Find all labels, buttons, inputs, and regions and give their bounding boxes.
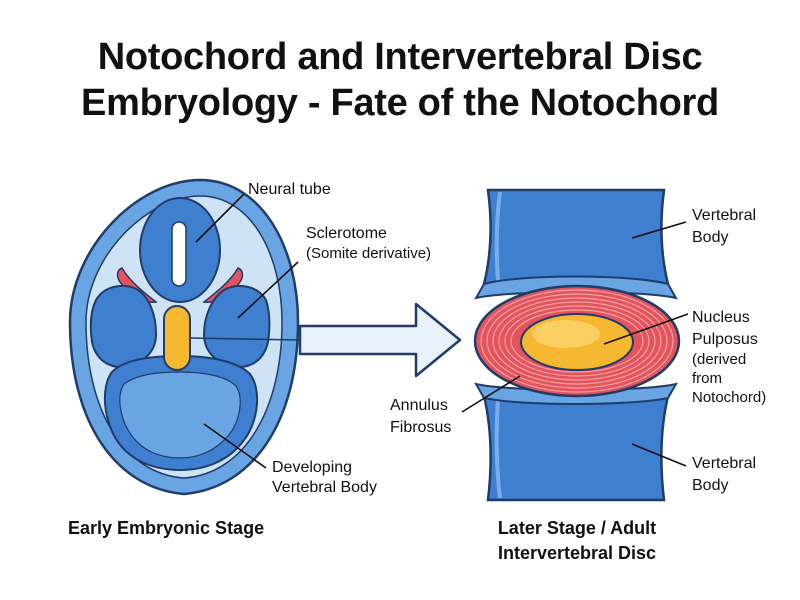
- page-title: Notochord and Intervertebral Disc Embryo…: [0, 34, 800, 126]
- label-vb-bot-2: Body: [692, 477, 728, 494]
- lamella-2: [486, 293, 668, 389]
- lamella-3: [492, 297, 662, 385]
- label-vb-top-2: Body: [692, 229, 728, 246]
- caption-early-stage: Early Embryonic Stage: [68, 518, 264, 538]
- left-sclerotome: [89, 284, 158, 368]
- right-sclerotome: [202, 284, 271, 368]
- embryo-cross-section: [68, 178, 300, 496]
- label-np-5: Notochord): [692, 389, 766, 406]
- leader-developing-vb: [203, 423, 267, 469]
- label-np-1: Nucleus: [692, 309, 750, 326]
- caption-adult-line-1: Later Stage / Adult: [498, 518, 656, 538]
- lower-vb-highlight: [494, 397, 502, 499]
- leader-nucleus: [603, 313, 689, 345]
- lamella-5: [504, 305, 650, 377]
- label-af-2: Fibrosus: [390, 419, 451, 436]
- lamella-4: [498, 301, 656, 381]
- label-developing-vb-1: Developing: [272, 459, 352, 476]
- lamella-1: [480, 289, 674, 393]
- label-developing-vb-2: Vertebral Body: [272, 479, 377, 496]
- upper-vertebral-body: [482, 188, 670, 286]
- nucleus-highlight: [532, 320, 600, 348]
- developing-vb-inner: [119, 371, 241, 459]
- label-vb-top-1: Vertebral: [692, 207, 756, 224]
- notochord-to-arrow-line: [189, 337, 301, 341]
- fate-arrow: [298, 302, 462, 378]
- label-np-2: Pulposus: [692, 331, 758, 348]
- annulus-lamellae: [480, 289, 674, 393]
- leader-vb-bottom: [631, 443, 687, 467]
- label-vb-bot-1: Vertebral: [692, 455, 756, 472]
- label-sclerotome-note: (Somite derivative): [306, 245, 431, 262]
- label-sclerotome: Sclerotome: [306, 225, 387, 242]
- lower-vertebral-body: [482, 394, 670, 502]
- leader-vb-top: [631, 221, 687, 239]
- caption-adult-line-2: Intervertebral Disc: [498, 543, 656, 563]
- label-neural-tube: Neural tube: [248, 181, 331, 198]
- leader-sclerotome: [237, 261, 299, 319]
- neural-canal: [171, 221, 187, 287]
- label-np-4: from: [692, 370, 722, 387]
- title-line-2: Embryology - Fate of the Notochord: [81, 82, 719, 124]
- leader-annulus: [461, 375, 521, 413]
- lamella-6: [510, 309, 644, 373]
- notochord: [163, 305, 191, 371]
- leader-neural-tube: [195, 193, 245, 243]
- title-line-1: Notochord and Intervertebral Disc: [97, 36, 703, 78]
- upper-vb-highlight: [494, 191, 502, 283]
- label-af-1: Annulus: [390, 397, 448, 414]
- spine-segment: [473, 188, 681, 502]
- label-np-3: (derived: [692, 351, 746, 368]
